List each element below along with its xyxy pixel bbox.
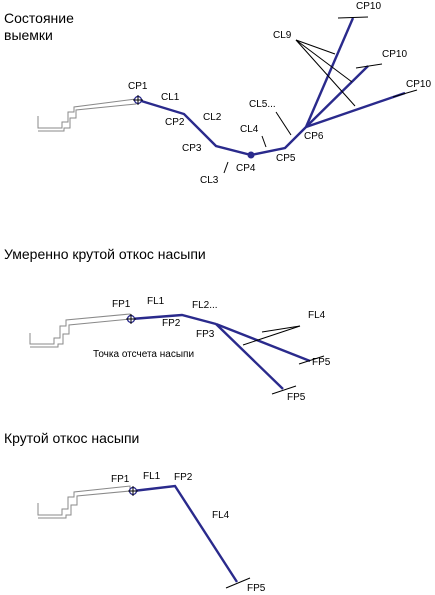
fill-moderate-slope-line-2: [215, 323, 284, 390]
cut-cl5-leader: [275, 111, 292, 136]
cut-label-cl3: CL3: [200, 175, 219, 186]
fill-moderate-label-fp5-a: FP5: [312, 357, 331, 368]
cut-title-line2: выемки: [4, 27, 53, 43]
cut-cp4-marker: [247, 151, 255, 159]
fill-moderate-label-fl1: FL1: [147, 296, 165, 307]
cut-label-cl2: CL2: [203, 112, 222, 123]
fill-steep-label-fp2: FP2: [174, 472, 193, 483]
cut-road-outline: [37, 98, 137, 132]
fill-moderate-label-fl4: FL4: [308, 310, 326, 321]
cut-title-line1: Состояние: [4, 10, 74, 26]
cut-end-tick-1: [337, 16, 369, 19]
cut-label-cp2: CP2: [165, 117, 185, 128]
cut-label-cp10-c: CP10: [406, 79, 431, 90]
cut-label-cp10-a: CP10: [356, 1, 381, 12]
fill-moderate-fl4-leader-1: [261, 325, 301, 333]
cut-label-cp6: CP6: [304, 131, 324, 142]
cut-section: CP1 CL1 CP2 CL2 CP3 CL3 CP4 CL4 CP5 CL5.…: [37, 1, 431, 186]
cut-cl4-leader: [261, 135, 267, 148]
cut-end-tick-2: [355, 63, 383, 69]
fill-steep-road-outline: [37, 485, 131, 519]
cut-label-cl4: CL4: [240, 124, 259, 135]
fill-steep-label-fl4: FL4: [212, 510, 230, 521]
fill-steep-label-fp5: FP5: [247, 583, 266, 594]
cut-title: Состояние выемки: [4, 10, 74, 44]
fill-moderate-slope-line-1: [215, 322, 311, 363]
cut-label-cl9: CL9: [273, 30, 292, 41]
cut-cl9-leader-3: [295, 39, 356, 107]
fill-moderate-road-outline: [29, 313, 131, 348]
cut-end-tick-3: [392, 89, 418, 98]
fill-moderate-end-tick-2: [271, 385, 297, 395]
cut-label-cp10-b: CP10: [382, 49, 407, 60]
cut-cl3-leader: [223, 161, 229, 174]
fill-moderate-profile-line: [130, 313, 217, 326]
cut-label-cp1: CP1: [128, 81, 148, 92]
cut-cl9-leader-1: [295, 39, 336, 55]
cut-slope-line-2: [305, 65, 369, 128]
fill-steep-label-fp1: FP1: [111, 474, 130, 485]
fill-moderate-end-tick-1: [298, 355, 325, 365]
fill-moderate-section: FP1 FL1 FP2 FL2... FP3 FL4 FP5 FP5 Точка…: [29, 296, 331, 403]
cut-cl9-leader-2: [295, 39, 353, 83]
fill-moderate-fl4-leader-2: [242, 325, 301, 346]
fill-moderate-label-fp3: FP3: [196, 329, 215, 340]
fill-moderate-title: Умеренно крутой откос насыпи: [4, 246, 206, 262]
fill-steep-section: FP1 FL1 FP2 FL4 FP5: [37, 471, 266, 594]
cut-label-cp4: CP4: [236, 163, 256, 174]
fill-steep-end-tick: [225, 577, 251, 589]
fill-moderate-label-fp5-b: FP5: [287, 392, 306, 403]
fill-moderate-label-hinge: Точка отсчета насыпи: [93, 349, 194, 360]
fill-steep-title: Крутой откос насыпи: [4, 430, 140, 446]
cut-profile-line: [137, 98, 307, 157]
cut-label-cp5: CP5: [276, 153, 296, 164]
cut-slope-line-3: [305, 91, 406, 129]
cut-label-cl5: CL5...: [249, 99, 276, 110]
fill-moderate-label-fl2: FL2...: [192, 300, 218, 311]
fill-moderate-label-fp1: FP1: [112, 299, 131, 310]
cut-label-cp3: CP3: [182, 143, 202, 154]
cut-label-cl1: CL1: [161, 92, 180, 103]
cut-slope-line-1: [304, 17, 355, 128]
fill-moderate-label-fp2: FP2: [162, 318, 181, 329]
fill-steep-profile-line: [132, 484, 239, 583]
fill-steep-label-fl1: FL1: [143, 471, 161, 482]
